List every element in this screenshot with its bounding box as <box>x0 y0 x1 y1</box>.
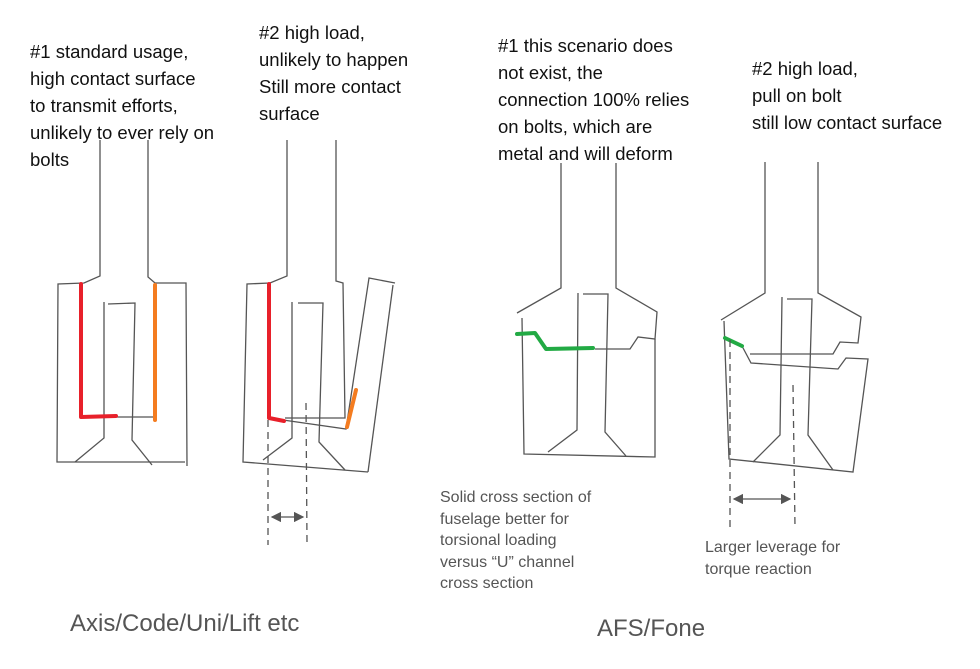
contact-surface-red <box>267 282 286 423</box>
note-right-standard: #1 this scenario does not exist, the con… <box>498 32 689 167</box>
diagram-solid-standard <box>515 163 658 458</box>
bolt-contact-green <box>723 336 744 348</box>
note-line: Still more contact <box>259 76 401 97</box>
group-label-left: Axis/Code/Uni/Lift etc <box>70 610 300 637</box>
note-line: high contact surface <box>30 68 196 89</box>
caption-line: Solid cross section of <box>440 489 592 506</box>
note-left-standard: #1 standard usage, high contact surface … <box>30 38 214 173</box>
caption-line: torque reaction <box>705 560 812 578</box>
caption-line: Larger leverage for <box>705 539 841 556</box>
note-line: #2 high load, <box>752 58 858 79</box>
note-line: unlikely to ever rely on <box>30 122 215 143</box>
note-line: not exist, the <box>498 62 603 83</box>
bolt-contact-green <box>515 331 595 351</box>
note-line: pull on bolt <box>752 85 842 106</box>
caption-leverage: Larger leverage for torque reaction <box>705 537 840 580</box>
note-line: unlikely to happen <box>259 49 409 70</box>
note-line: metal and will deform <box>498 143 673 164</box>
caption-line: cross section <box>440 575 534 592</box>
group-label-right: AFS/Fone <box>597 615 706 642</box>
contact-surface-orange <box>345 388 358 429</box>
caption-line: torsional loading <box>440 532 557 549</box>
diagram-u-channel-standard <box>56 140 188 467</box>
note-line: #2 high load, <box>259 22 365 43</box>
note-line: still low contact surface <box>752 112 943 133</box>
note-line: bolts <box>30 149 70 170</box>
note-line: surface <box>259 103 320 124</box>
contact-surface-red <box>79 282 118 419</box>
note-line: #1 standard usage, <box>30 41 189 62</box>
diagram-solid-high-load <box>720 162 869 528</box>
caption-line: fuselage better for <box>440 510 569 528</box>
note-line: to transmit efforts, <box>30 95 178 116</box>
caption-solid-section: Solid cross section of fuselage better f… <box>440 487 591 595</box>
note-line: #1 this scenario does <box>498 35 673 56</box>
note-left-high-load: #2 high load, unlikely to happen Still m… <box>259 19 408 127</box>
note-line: connection 100% relies <box>498 89 690 110</box>
diagram-u-channel-high-load <box>242 140 396 545</box>
note-right-high-load: #2 high load, pull on bolt still low con… <box>752 55 942 136</box>
note-line: on bolts, which are <box>498 116 653 137</box>
caption-line: versus “U” channel <box>440 553 575 571</box>
